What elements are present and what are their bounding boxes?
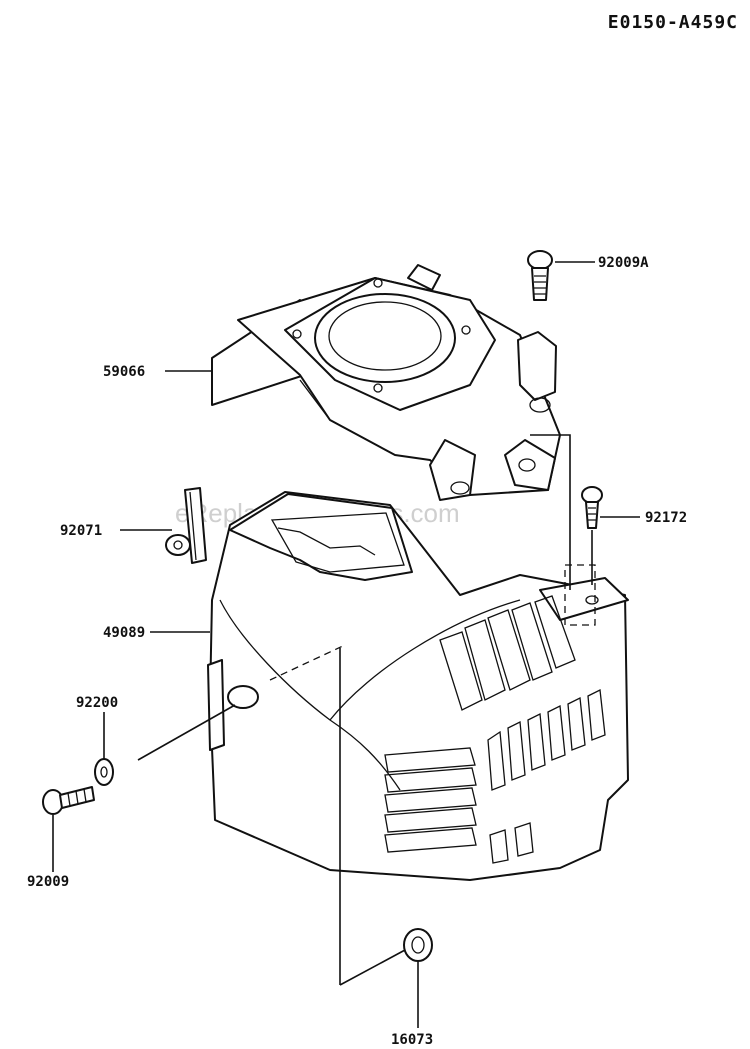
screw-92172-icon bbox=[581, 486, 603, 529]
label-16073: 16073 bbox=[391, 1032, 433, 1048]
front-grille bbox=[384, 747, 477, 853]
label-49089: 49089 bbox=[103, 625, 145, 641]
upper-shroud-59066 bbox=[211, 264, 561, 501]
grommet-16073-icon bbox=[403, 928, 433, 962]
label-59066: 59066 bbox=[103, 364, 145, 380]
label-92009: 92009 bbox=[27, 874, 69, 890]
diagram-code: E0150-A459C bbox=[607, 12, 738, 33]
gasket-92071-icon bbox=[165, 487, 207, 564]
washer-92200-icon bbox=[94, 758, 114, 786]
bolt-92009-icon bbox=[42, 786, 95, 815]
label-92071: 92071 bbox=[60, 523, 102, 539]
screw-92009A-icon bbox=[527, 250, 553, 301]
label-92172: 92172 bbox=[645, 510, 687, 526]
label-92200: 92200 bbox=[76, 695, 118, 711]
main-cover-49089 bbox=[207, 491, 629, 881]
lower-right-vents bbox=[487, 689, 606, 791]
upper-vents bbox=[439, 595, 576, 711]
label-92009A: 92009A bbox=[598, 255, 649, 271]
